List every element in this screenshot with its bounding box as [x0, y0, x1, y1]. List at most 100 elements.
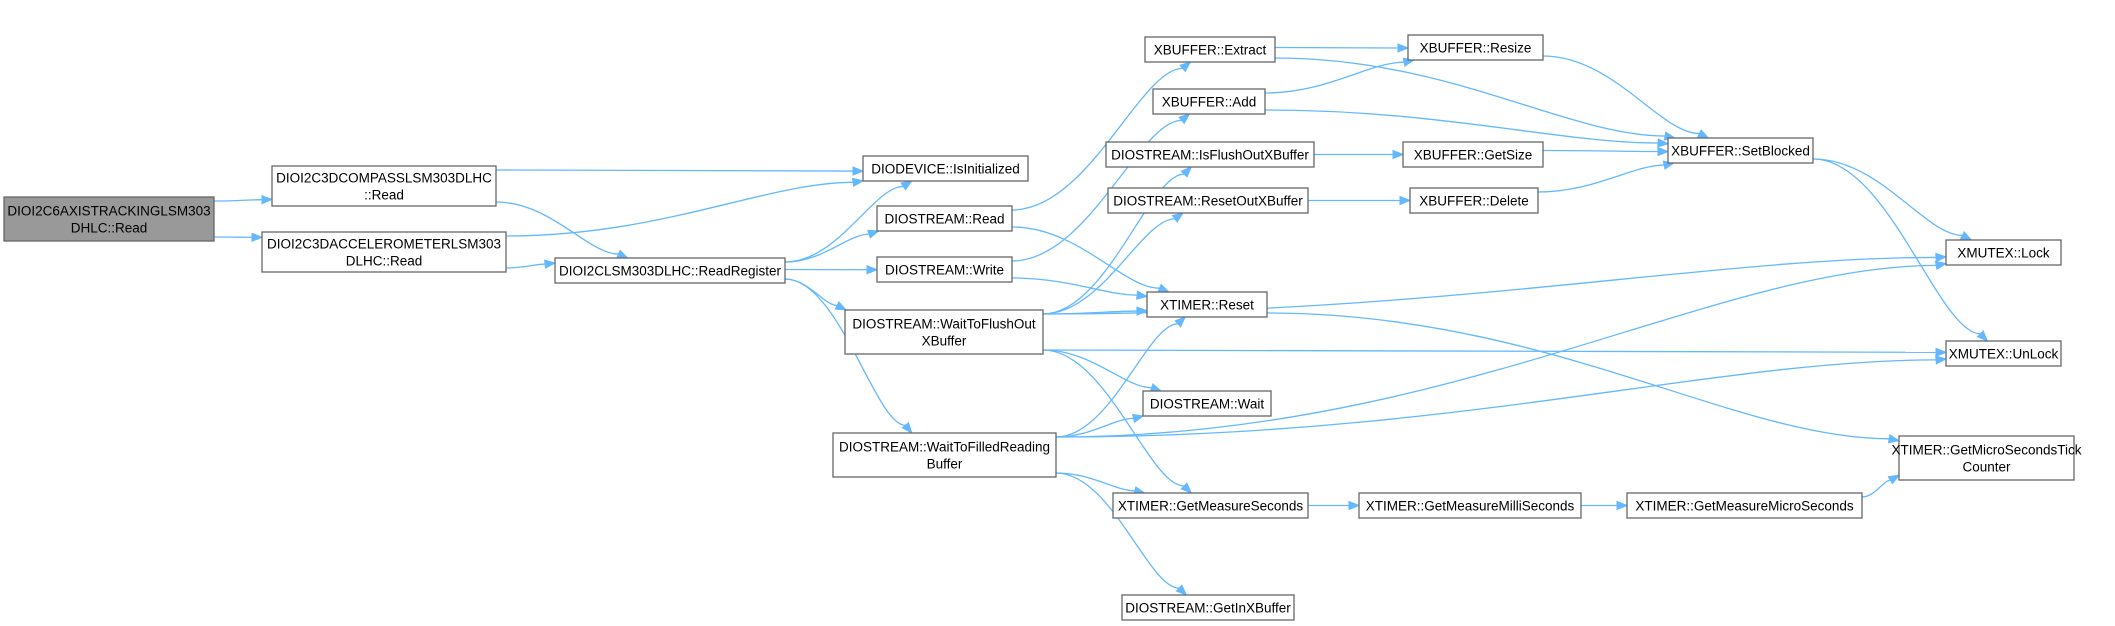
function-node-setblk[interactable]: XBUFFER::SetBlocked	[1667, 137, 1814, 164]
function-node-isinit[interactable]: DIODEVICE::IsInitialized	[862, 155, 1029, 182]
arrowhead-icon	[544, 259, 557, 269]
arrowhead-icon	[866, 264, 879, 275]
arrowhead-icon	[1397, 43, 1410, 53]
call-edge-resize-to-setblk	[1542, 55, 1710, 139]
arrowhead-icon	[901, 421, 913, 435]
function-node-gmms[interactable]: XTIMER::GetMeasureMilliSeconds	[1358, 492, 1582, 519]
arrowhead-icon	[1392, 149, 1405, 160]
function-node-label: XTIMER::GetMicroSecondsTick	[1891, 443, 2081, 458]
call-edge-extract-to-setblk	[1274, 57, 1677, 141]
arrowhead-icon	[900, 180, 913, 191]
function-node-label: Buffer	[927, 457, 963, 472]
function-node-lock[interactable]: XMUTEX::Lock	[1945, 239, 2062, 266]
function-node-label: XBUFFER::Add	[1162, 95, 1257, 110]
function-node-gms[interactable]: XTIMER::GetMeasureSeconds	[1112, 492, 1309, 519]
function-node-label: DIOSTREAM::WaitToFilledReading	[839, 440, 1050, 455]
call-edge-accel-to-isinit	[505, 177, 865, 237]
call-edge-setblk-to-lock	[1812, 158, 1973, 241]
arrowhead-icon	[1887, 474, 1901, 485]
function-node-add[interactable]: XBUFFER::Add	[1152, 88, 1266, 115]
function-nodes: DIOI2C6AXISTRACKINGLSM303DHLC::ReadDIOI2…	[3, 34, 2082, 621]
arrowhead-icon	[1157, 283, 1171, 293]
call-edge-wflush-to-gms	[1042, 349, 1193, 494]
call-edge-compass-to-isinit	[495, 166, 865, 176]
function-node-label: DIOI2C3DCOMPASSLSM303DLHC	[276, 171, 492, 186]
call-edge-swrite-to-treset	[1011, 277, 1149, 300]
function-node-label: XBUFFER::Delete	[1419, 194, 1529, 209]
function-node-readreg[interactable]: DIOI2CLSM303DLHC::ReadRegister	[554, 257, 786, 284]
function-node-extract[interactable]: XBUFFER::Extract	[1144, 36, 1276, 63]
function-node-treset[interactable]: XTIMER::Reset	[1146, 291, 1268, 318]
call-edge-wfilled-to-lock	[1055, 260, 1948, 438]
arrowhead-icon	[1935, 347, 1948, 358]
call-edge-wflush-to-resetout	[1042, 212, 1184, 315]
function-node-swait[interactable]: DIOSTREAM::Wait	[1142, 390, 1272, 417]
call-edge-compass-to-readreg	[495, 201, 629, 259]
function-node-compass[interactable]: DIOI2C3DCOMPASSLSM303DLHC::Read	[271, 165, 497, 207]
function-node-label: XTIMER::GetMeasureMilliSeconds	[1366, 499, 1575, 514]
function-node-label: DIOSTREAM::GetInXBuffer	[1125, 601, 1291, 616]
call-edge-add-to-setblk	[1264, 109, 1670, 148]
arrowhead-icon	[1171, 212, 1184, 223]
call-edge-wfilled-to-getin	[1055, 472, 1188, 596]
arrowhead-icon	[1174, 316, 1187, 328]
arrowhead-icon	[1934, 260, 1948, 271]
function-node-resetout[interactable]: DIOSTREAM::ResetOutXBuffer	[1107, 187, 1309, 214]
function-node-label: XBUFFER::GetSize	[1414, 148, 1533, 163]
function-node-isflush[interactable]: DIOSTREAM::IsFlushOutXBuffer	[1105, 141, 1315, 168]
call-edge-delete-to-setblk	[1537, 160, 1676, 193]
function-node-getin[interactable]: DIOSTREAM::GetInXBuffer	[1121, 594, 1295, 621]
call-edge-isflush-to-getsize	[1314, 149, 1405, 160]
arrowhead-icon	[1175, 584, 1188, 596]
function-node-label: ::Read	[364, 188, 404, 203]
arrowhead-icon	[1136, 306, 1149, 316]
arrowhead-icon	[251, 232, 264, 243]
arrowhead-icon	[1131, 413, 1145, 424]
arrowhead-icon	[1180, 166, 1193, 178]
call-edge-resetout-to-delete	[1308, 195, 1412, 206]
function-node-sread[interactable]: DIOSTREAM::Read	[876, 205, 1013, 232]
arrowhead-icon	[1178, 113, 1191, 125]
call-edge-root-to-compass	[213, 194, 274, 205]
function-node-label: XBuffer	[922, 334, 967, 349]
call-edge-extract-to-resize	[1274, 43, 1410, 53]
function-node-label: XBUFFER::Extract	[1154, 43, 1267, 58]
function-node-label: XTIMER::GetMeasureMicroSeconds	[1635, 499, 1854, 514]
function-node-resize[interactable]: XBUFFER::Resize	[1407, 34, 1544, 61]
call-edge-root-to-accel	[213, 232, 264, 243]
arrowhead-icon	[1180, 482, 1193, 494]
call-edge-getsize-to-setblk	[1542, 146, 1670, 157]
function-node-getsize[interactable]: XBUFFER::GetSize	[1402, 141, 1544, 168]
call-edge-gms-to-gmms	[1307, 500, 1361, 511]
arrowhead-icon	[1959, 230, 1973, 241]
function-node-label: DIOSTREAM::WaitToFlushOut	[852, 317, 1036, 332]
function-node-label: DIOI2CLSM303DLHC::ReadRegister	[559, 264, 782, 279]
function-node-gmus[interactable]: XTIMER::GetMeasureMicroSeconds	[1626, 492, 1863, 519]
function-node-swrite[interactable]: DIOSTREAM::Write	[876, 256, 1013, 283]
function-node-unlock[interactable]: XMUTEX::UnLock	[1945, 340, 2062, 367]
function-node-label: DIODEVICE::IsInitialized	[871, 162, 1020, 177]
arrowhead-icon	[834, 301, 848, 311]
call-edge-wfilled-to-treset	[1055, 316, 1187, 438]
function-node-label: DLHC::Read	[346, 254, 423, 269]
function-node-label: DIOSTREAM::IsFlushOutXBuffer	[1111, 148, 1309, 163]
function-node-delete[interactable]: XBUFFER::Delete	[1409, 187, 1539, 214]
arrowhead-icon	[1135, 290, 1149, 300]
call-edge-treset-to-tick	[1266, 312, 1901, 444]
arrowhead-icon	[1399, 195, 1412, 206]
function-node-label: DIOSTREAM::ResetOutXBuffer	[1113, 194, 1303, 209]
arrowhead-icon	[1696, 129, 1710, 139]
call-edge-wflush-to-unlock	[1042, 347, 1948, 358]
call-edge-setblk-to-unlock	[1812, 158, 1989, 342]
function-node-label: XBUFFER::SetBlocked	[1671, 144, 1810, 159]
arrowhead-icon	[852, 166, 865, 176]
arrowhead-icon	[1935, 252, 1948, 263]
function-node-label: DIOSTREAM::Write	[885, 263, 1004, 278]
call-edge-readreg-to-swrite	[784, 264, 879, 275]
call-edge-accel-to-readreg	[505, 259, 557, 269]
